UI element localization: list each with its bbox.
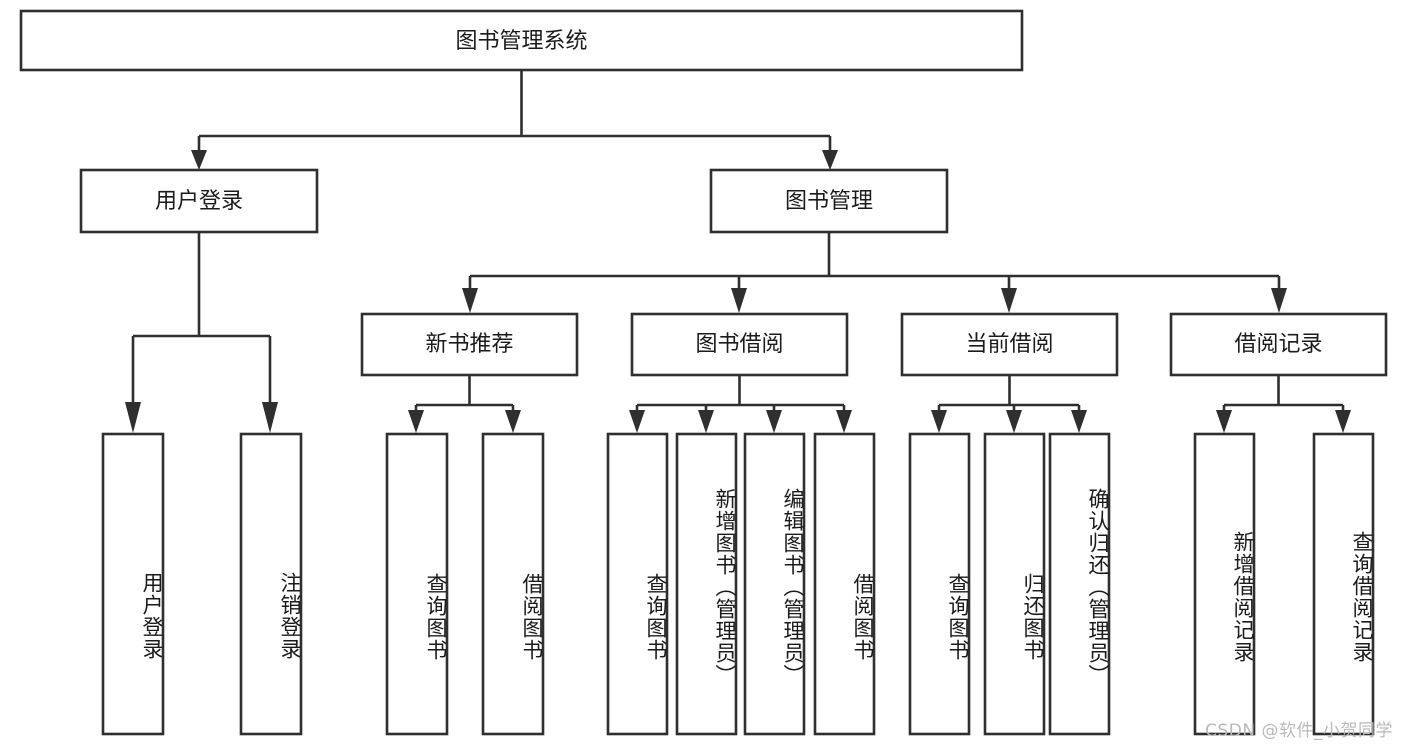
arrow-to-current-borrow <box>1001 288 1017 313</box>
root-box[interactable] <box>19 9 1024 72</box>
connector-borrow-record-to-leaves <box>1216 375 1351 433</box>
leaf-query-record-box[interactable] <box>1312 432 1375 736</box>
current-borrow-box[interactable] <box>900 312 1119 377</box>
leaf-query-book-1-box[interactable] <box>385 432 449 736</box>
leaf-borrow-book-1-box[interactable] <box>481 432 545 736</box>
current-borrow-label: 当前借阅 <box>965 332 1053 357</box>
leaf-query-book-3-box[interactable] <box>908 432 971 736</box>
arrow-to-book-borrow <box>731 288 747 313</box>
arrow-to-leaf-query-record <box>1335 410 1351 433</box>
leaf-return-book-box[interactable] <box>983 432 1046 736</box>
arrow-to-leaf-return-book <box>1006 410 1022 433</box>
leaf-edit-book-box[interactable] <box>743 432 806 736</box>
node-book-management[interactable]: 图书管理 <box>709 168 949 234</box>
arrow-to-leaf-query-book-3 <box>931 410 947 433</box>
new-book-recommend-label: 新书推荐 <box>425 332 513 357</box>
csdn-watermark: CSDN @软件_小贺同学 <box>1205 721 1393 741</box>
arrow-to-user-login <box>191 150 207 170</box>
node-new-book-recommend[interactable]: 新书推荐 <box>360 312 579 377</box>
book-borrow-label: 图书借阅 <box>695 332 783 357</box>
leaf-logout-login-box[interactable] <box>239 432 303 736</box>
node-book-borrow[interactable]: 图书借阅 <box>630 312 849 377</box>
leaf-borrow-book-2-box[interactable] <box>813 432 876 736</box>
connector-book-management-to-level2 <box>462 232 1287 313</box>
arrow-to-book-management <box>822 150 838 170</box>
connector-book-borrow-to-leaves <box>629 375 852 433</box>
arrow-to-leaf-borrow-book-2 <box>836 410 852 433</box>
arrow-to-borrow-record <box>1271 288 1287 313</box>
leaf-confirm-return-box[interactable] <box>1048 432 1111 736</box>
arrow-to-new-book-recommend <box>462 288 478 313</box>
leaf-add-record-box[interactable] <box>1193 432 1256 736</box>
node-root[interactable]: 图书管理系统 <box>19 9 1024 72</box>
user-login-label: 用户登录 <box>155 189 243 214</box>
arrow-to-leaf-confirm-return <box>1071 410 1087 433</box>
connector-current-borrow-to-leaves <box>931 375 1087 433</box>
arrow-to-leaf-borrow-book-1 <box>505 410 521 433</box>
arrow-to-leaf-query-book-1 <box>408 410 424 433</box>
arrow-to-leaf-add-record <box>1216 410 1232 433</box>
arrow-to-leaf-user-login <box>125 402 141 433</box>
arrow-to-leaf-query-book-2 <box>629 410 645 433</box>
node-borrow-record[interactable]: 借阅记录 <box>1169 312 1388 377</box>
leaf-query-book-2-box[interactable] <box>606 432 669 736</box>
user-login-box[interactable] <box>79 168 319 234</box>
node-user-login[interactable]: 用户登录 <box>79 168 319 234</box>
new-book-recommend-box[interactable] <box>360 312 579 377</box>
leaf-boxes <box>101 432 1375 736</box>
arrow-to-leaf-add-book <box>698 410 714 433</box>
connector-new-book-recommend-to-leaves <box>408 375 521 433</box>
leaf-add-book-box[interactable] <box>675 432 738 736</box>
borrow-record-label: 借阅记录 <box>1234 332 1322 357</box>
arrow-to-leaf-logout-login <box>262 402 278 433</box>
arrow-to-leaf-edit-book <box>766 410 782 433</box>
connector-user-login-to-leaves <box>125 232 278 433</box>
book-management-label: 图书管理 <box>785 189 873 214</box>
leaf-user-login-box[interactable] <box>101 432 165 736</box>
node-current-borrow[interactable]: 当前借阅 <box>900 312 1119 377</box>
root-label: 图书管理系统 <box>455 29 587 54</box>
connector-root-to-level1 <box>191 70 838 170</box>
